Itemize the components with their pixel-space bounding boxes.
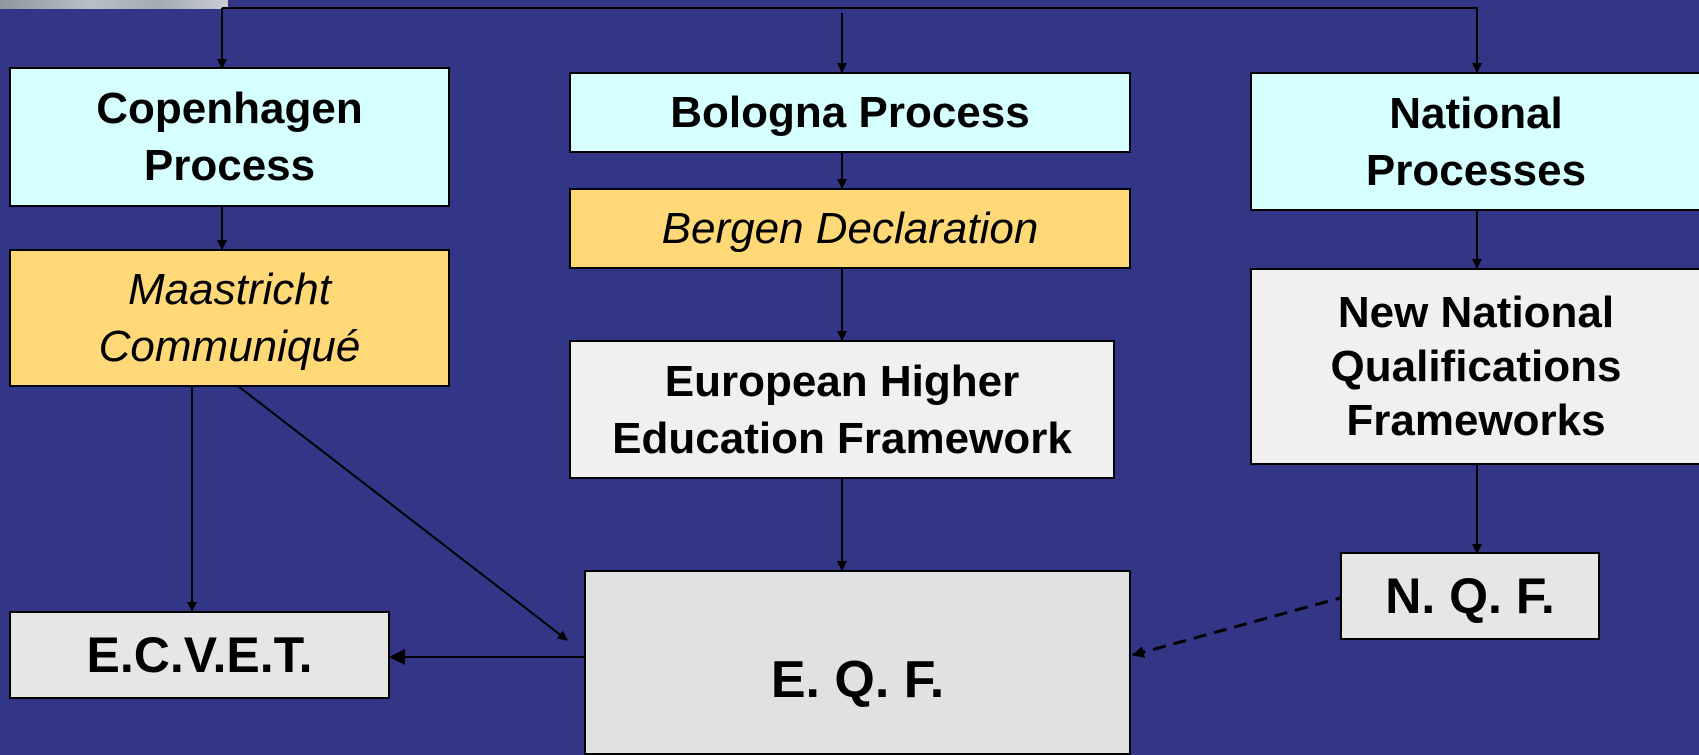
node-european-higher-education-framework: European Higher Education Framework	[569, 340, 1115, 479]
corner-image-fragment	[0, 0, 228, 9]
node-new-national-qualifications-frameworks: New National Qualifications Frameworks	[1250, 268, 1699, 465]
node-eqf: E. Q. F.	[584, 570, 1131, 755]
node-copenhagen-process: Copenhagen Process	[9, 67, 450, 207]
node-bergen-declaration: Bergen Declaration	[569, 188, 1131, 269]
edge-maastricht-eqf	[237, 385, 568, 641]
edge-eqf-nqf-dashed	[1132, 589, 1353, 658]
node-national-processes: National Processes	[1250, 72, 1699, 211]
node-maastricht-communique: Maastricht Communiqué	[9, 249, 450, 387]
node-ecvet: E.C.V.E.T.	[9, 611, 390, 699]
node-nqf: N. Q. F.	[1340, 552, 1600, 640]
node-bologna-process: Bologna Process	[569, 72, 1131, 153]
